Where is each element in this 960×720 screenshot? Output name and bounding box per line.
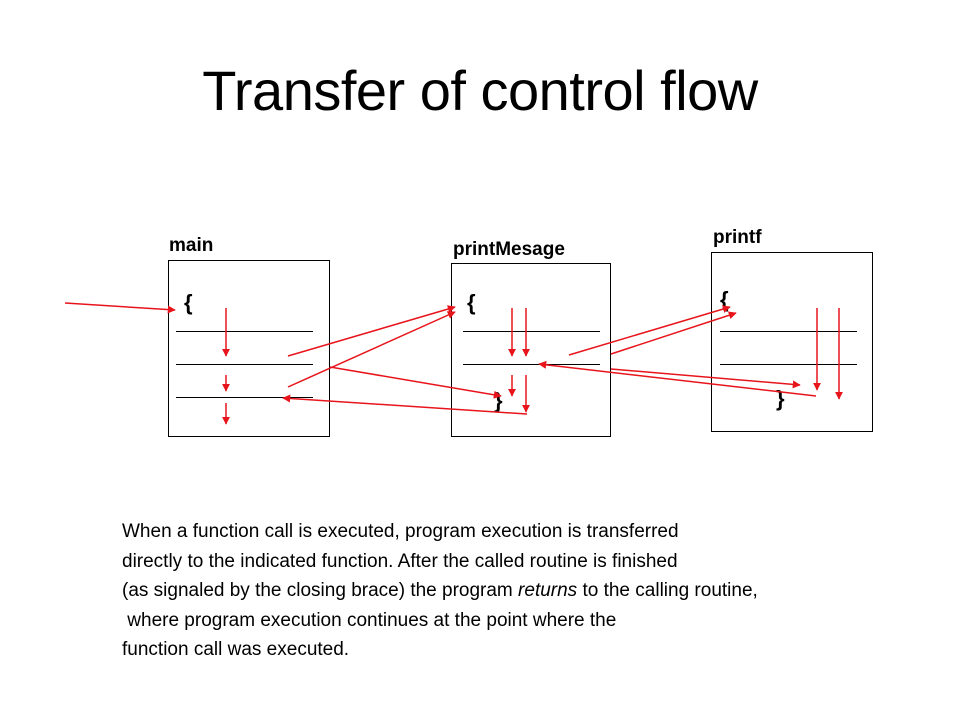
call-arrow-main-to-printmesage [287,305,456,357]
return-arrow-printmesage-to-main [282,394,528,415]
explanation-text-part: to the calling routine, [577,580,758,601]
call-arrow-main-to-printmesage [287,311,456,388]
printf-function-label: printf [713,227,762,248]
slide-title: Transfer of control flow [202,59,758,122]
main-function-label: main [169,235,214,256]
return-arrow-printf-to-printmesage [538,360,817,397]
call-arrow-printmesage-to-printf [568,305,731,356]
printmesage-open-brace: { [467,290,476,315]
printmesage-statement-line [463,364,600,365]
printf-statement-line [720,331,857,332]
explanation-text: When a function call is executed, progra… [122,517,942,665]
main-function-box [168,260,330,437]
return-arrow-printf-to-printmesage [610,368,801,389]
printmesage-statement-line [463,331,600,332]
entry-arrow [64,302,176,314]
main-statement-line [176,364,313,365]
printmesage-close-brace: } [494,388,503,413]
explanation-text-part: (as signaled by the closing brace) the p… [122,580,519,601]
return-arrow-printmesage-to-main [329,366,502,399]
main-open-brace: { [184,290,193,315]
printf-function-box [711,252,873,432]
explanation-line: When a function call is executed, progra… [122,521,679,542]
explanation-line: (as signaled by the closing brace) the p… [122,576,942,606]
printf-close-brace: } [776,386,785,411]
call-arrow-printmesage-to-printf [610,311,737,355]
explanation-line: directly to the indicated function. Afte… [122,550,678,572]
main-statement-line [176,331,313,332]
main-statement-line [176,397,313,398]
returns-emphasis: returns [518,580,578,601]
printmesage-function-label: printMesage [453,239,565,260]
printf-open-brace: { [720,287,729,312]
explanation-line: where program execution continues at the… [122,609,617,631]
explanation-line: function call was executed. [122,639,350,660]
printf-statement-line [720,364,857,365]
